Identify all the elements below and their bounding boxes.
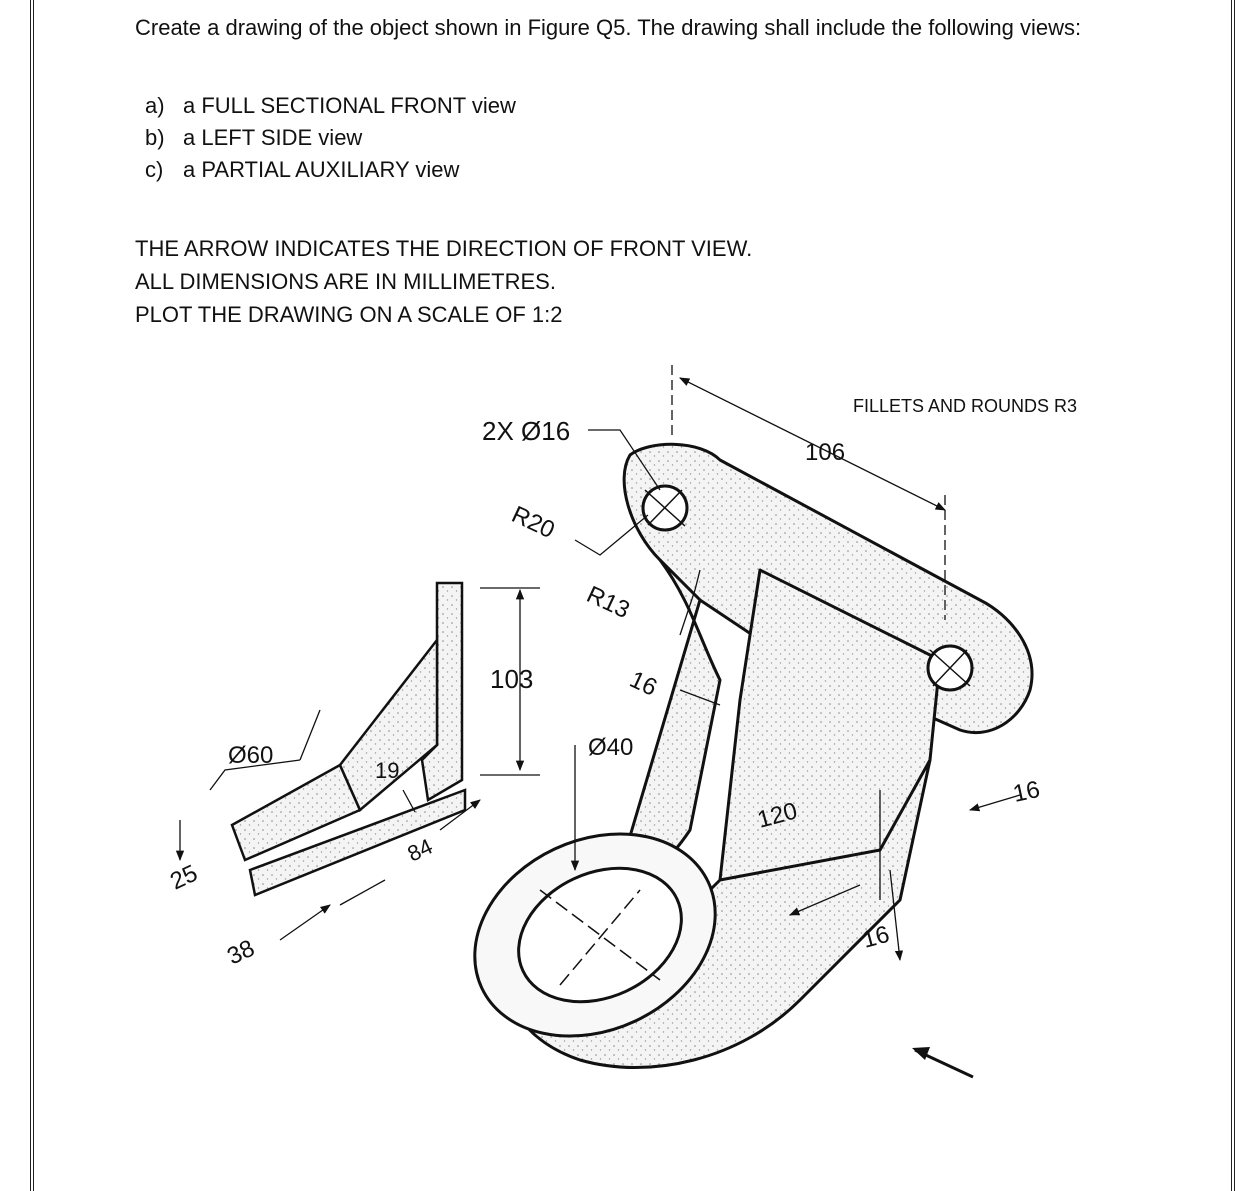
- notes-block: THE ARROW INDICATES THE DIRECTION OF FRO…: [135, 232, 752, 331]
- fillets-note: FILLETS AND ROUNDS R3: [853, 396, 1077, 416]
- dim-16-rib: 16: [625, 666, 661, 702]
- figure-q5: FILLETS AND ROUNDS R3 2X Ø16 106 R20 R13…: [166, 365, 1077, 1079]
- list-item-letter: b): [145, 125, 165, 150]
- dim-38: 38: [223, 935, 259, 971]
- views-list: a) a FULL SECTIONAL FRONT view b) a LEFT…: [145, 90, 516, 186]
- part-body: [473, 442, 1034, 1069]
- note-line: THE ARROW INDICATES THE DIRECTION OF FRO…: [135, 236, 753, 261]
- page-frame-right: [1231, 0, 1235, 1191]
- dim-r20: R20: [507, 501, 558, 544]
- hole-centerlines: [539, 489, 971, 986]
- list-item-letter: a): [145, 93, 165, 118]
- dim-d60: Ø60: [228, 742, 273, 769]
- dim-r13: R13: [582, 581, 633, 624]
- dimension-lines: [175, 365, 1021, 962]
- dim-106: 106: [805, 439, 845, 466]
- list-item: a) a FULL SECTIONAL FRONT view: [145, 90, 516, 122]
- list-item-text: a FULL SECTIONAL FRONT view: [183, 93, 516, 118]
- list-item-text: a LEFT SIDE view: [183, 125, 363, 150]
- dim-16-bottom: 16: [860, 921, 893, 954]
- dim-25: 25: [166, 860, 202, 896]
- page-frame-left: [30, 0, 34, 1191]
- list-item-letter: c): [145, 157, 164, 182]
- list-item: c) a PARTIAL AUXILIARY view: [145, 154, 516, 186]
- holes-dim: 2X Ø16: [482, 416, 570, 446]
- list-item-text: a PARTIAL AUXILIARY view: [183, 157, 460, 182]
- note-line: PLOT THE DRAWING ON A SCALE OF 1:2: [135, 302, 563, 327]
- dim-16-right: 16: [1011, 776, 1043, 808]
- note-line: ALL DIMENSIONS ARE IN MILLIMETRES.: [135, 269, 556, 294]
- profile-inset: [230, 581, 467, 897]
- dim-84: 84: [404, 834, 437, 867]
- front-view-arrow: [912, 1047, 974, 1079]
- intro-paragraph: Create a drawing of the object shown in …: [135, 15, 1082, 40]
- dim-d40: Ø40: [588, 734, 633, 761]
- dim-19: 19: [375, 758, 399, 783]
- dim-103: 103: [490, 664, 533, 694]
- list-item: b) a LEFT SIDE view: [145, 122, 516, 154]
